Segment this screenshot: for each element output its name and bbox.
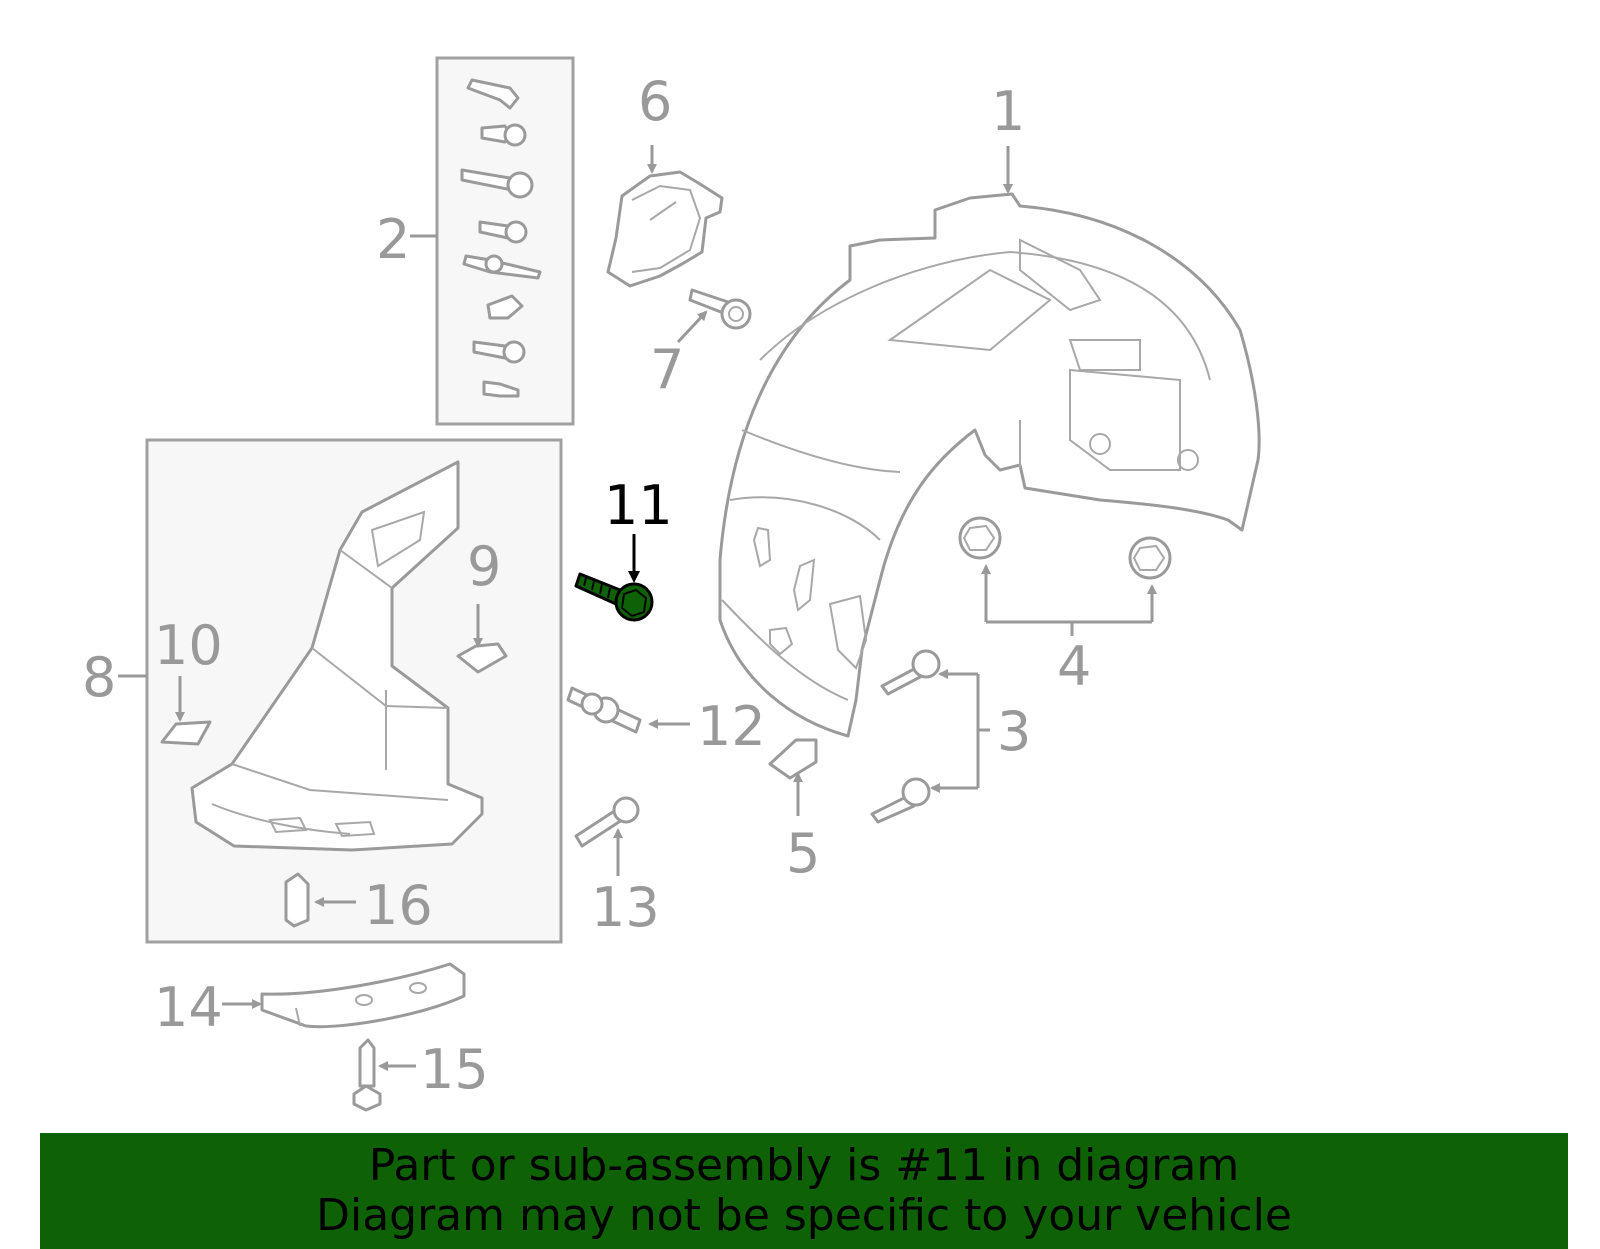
callout-12: 12 [697, 695, 766, 758]
info-banner: Part or sub-assembly is #11 in diagram D… [40, 1133, 1568, 1249]
banner-line-2: Diagram may not be specific to your vehi… [316, 1190, 1292, 1241]
callout-6: 6 [638, 70, 672, 133]
part-4-nuts [958, 516, 1172, 580]
part-13-bolt [574, 796, 640, 848]
part-16-clip [284, 872, 310, 928]
part-15-bolt [352, 1038, 382, 1112]
banner-line-1: Part or sub-assembly is #11 in diagram [368, 1140, 1240, 1191]
callout-2: 2 [376, 208, 410, 271]
part-12-stud [566, 686, 642, 734]
part-5-clip [768, 738, 818, 780]
callout-15: 15 [420, 1038, 489, 1101]
callout-9: 9 [467, 535, 501, 598]
callout-10: 10 [154, 614, 223, 677]
callout-14: 14 [154, 976, 223, 1039]
callout-8: 8 [82, 646, 116, 709]
callout-11: 11 [604, 474, 673, 537]
part-11-bolt[interactable] [574, 572, 654, 622]
callout-5: 5 [786, 822, 820, 885]
callout-3: 3 [997, 700, 1031, 763]
callout-1: 1 [991, 80, 1025, 143]
part-14-bracket [260, 962, 466, 1029]
part-2-group-box [435, 56, 575, 426]
part-2-fasteners [460, 78, 542, 398]
callout-4: 4 [1057, 635, 1091, 698]
callout-7: 7 [650, 338, 684, 401]
part-1-fender-liner [718, 192, 1261, 738]
part-7-bolt [688, 288, 752, 330]
callout-13: 13 [591, 876, 660, 939]
callout-16: 16 [364, 874, 433, 937]
part-8-splash-shield [190, 460, 484, 852]
part-6-bracket [606, 170, 724, 288]
part-3-bolts [870, 649, 941, 824]
part-10-clip [160, 720, 212, 746]
